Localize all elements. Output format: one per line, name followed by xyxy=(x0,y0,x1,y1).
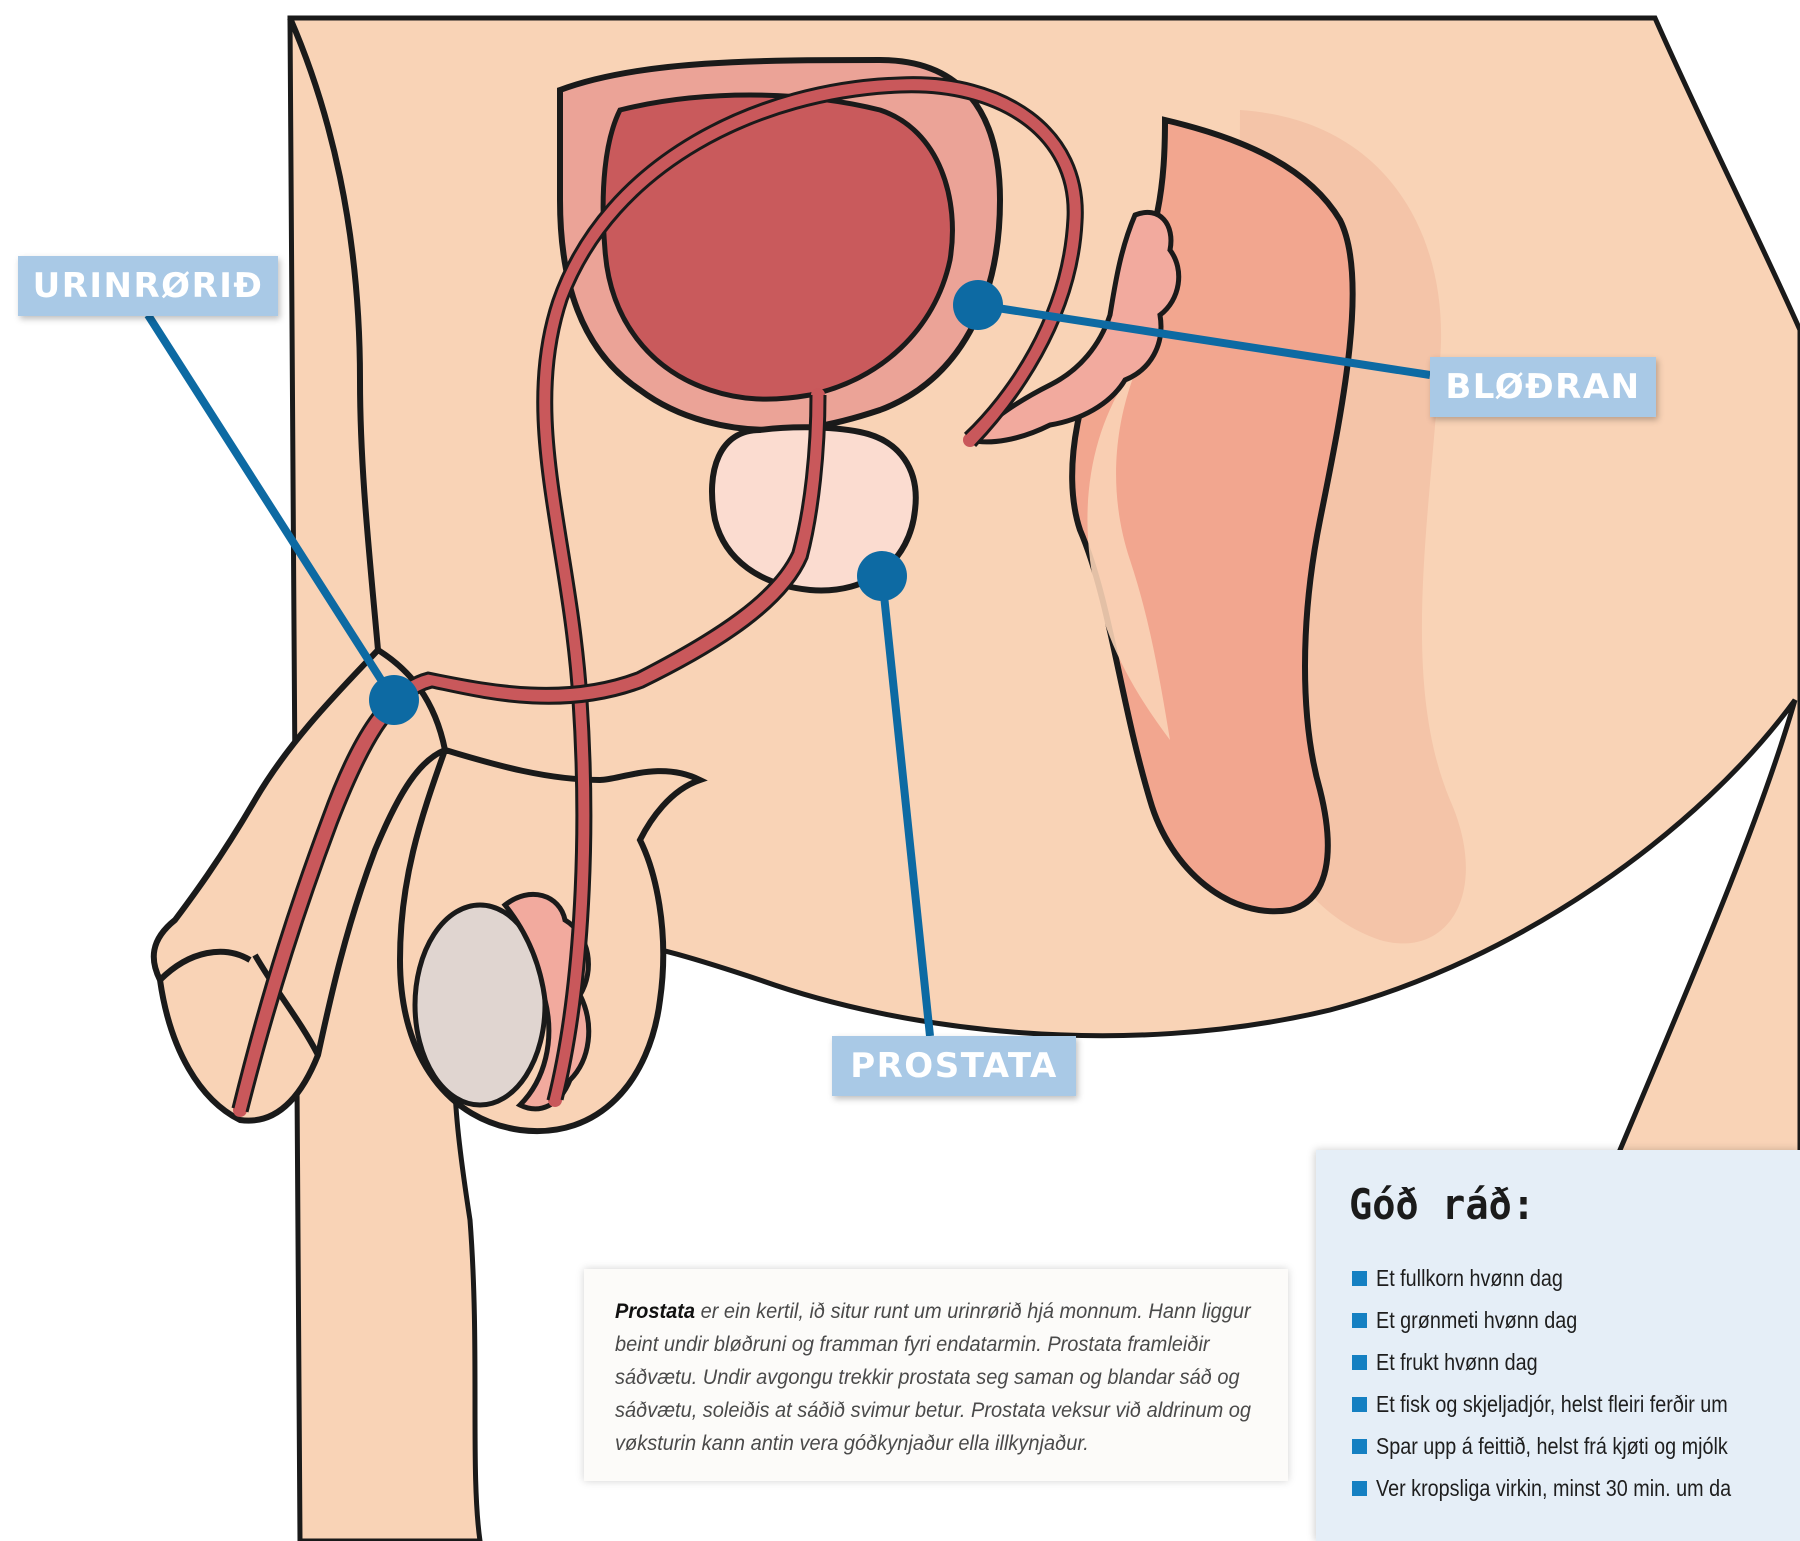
tip-bullet-icon xyxy=(1352,1271,1367,1286)
pointer-dot-urinrorid xyxy=(369,675,419,725)
tip-item: Et fisk og skjeljadjór, helst fleiri fer… xyxy=(1352,1383,1800,1425)
prostata-info-text: Prostata er ein kertil, ið situr runt um… xyxy=(615,1295,1257,1460)
tip-bullet-icon xyxy=(1352,1481,1367,1496)
tip-item: Ver kropsliga virkin, minst 30 min. um d… xyxy=(1352,1467,1800,1509)
tip-bullet-icon xyxy=(1352,1439,1367,1454)
tip-item: Et fullkorn hvønn dag xyxy=(1352,1257,1800,1299)
tips-list: Et fullkorn hvønn dag Et grønmeti hvønn … xyxy=(1352,1257,1800,1509)
tip-text: Et fullkorn hvønn dag xyxy=(1376,1265,1563,1292)
label-urinrorid: URINRØRIÐ xyxy=(18,256,278,316)
prostata-info-lead: Prostata xyxy=(615,1299,695,1323)
tip-item: Et grønmeti hvønn dag xyxy=(1352,1299,1800,1341)
prostata-info-body: er ein kertil, ið situr runt um urinrøri… xyxy=(615,1299,1251,1455)
tip-text: Et grønmeti hvønn dag xyxy=(1376,1307,1577,1334)
tips-title: Góð ráð: xyxy=(1349,1180,1535,1229)
pointer-dot-blodran xyxy=(953,280,1003,330)
prostata-info-box: Prostata er ein kertil, ið situr runt um… xyxy=(584,1269,1288,1481)
tip-text: Spar upp á feittið, helst frá kjøti og m… xyxy=(1376,1433,1728,1460)
tip-bullet-icon xyxy=(1352,1397,1367,1412)
label-prostata: PROSTATA xyxy=(832,1036,1076,1096)
tip-bullet-icon xyxy=(1352,1355,1367,1370)
tip-item: Spar upp á feittið, helst frá kjøti og m… xyxy=(1352,1425,1800,1467)
tip-text: Ver kropsliga virkin, minst 30 min. um d… xyxy=(1376,1475,1731,1502)
tip-bullet-icon xyxy=(1352,1313,1367,1328)
pointer-dot-prostata xyxy=(857,551,907,601)
tip-item: Et frukt hvønn dag xyxy=(1352,1341,1800,1383)
label-blodran: BLØÐRAN xyxy=(1430,357,1656,417)
tip-text: Et fisk og skjeljadjór, helst fleiri fer… xyxy=(1376,1391,1728,1418)
tip-text: Et frukt hvønn dag xyxy=(1376,1349,1538,1376)
tips-box: Góð ráð: Et fullkorn hvønn dag Et grønme… xyxy=(1316,1150,1800,1541)
